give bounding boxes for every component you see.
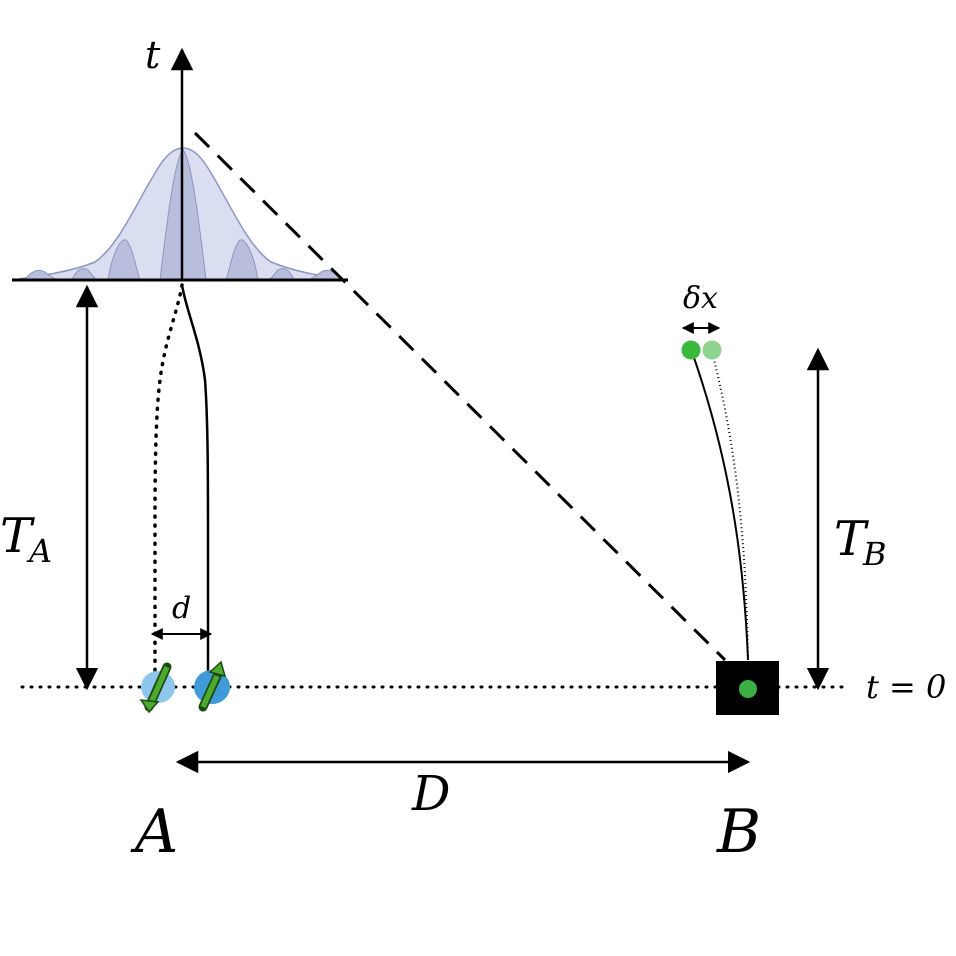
b-dot	[681, 340, 701, 360]
b-trajectory-faded	[711, 351, 749, 661]
b-dot-faded	[702, 340, 722, 360]
wavefunction-fringe-right-mid	[267, 267, 295, 281]
spin-up-particle-icon	[194, 660, 230, 712]
point-b-label: B	[716, 797, 761, 867]
ta-label-sub: A	[26, 532, 52, 570]
t-zero-label: t = 0	[866, 668, 946, 706]
detector-box-icon	[716, 661, 779, 715]
trajectory-dotted	[153, 283, 184, 680]
tb-label: TB	[834, 511, 887, 573]
light-cone-line	[193, 131, 727, 662]
trajectory-solid	[180, 284, 210, 678]
delta-x-label: δx	[683, 281, 718, 316]
tb-label-sub: B	[862, 535, 887, 573]
wavefunction-fringe-left	[107, 239, 141, 281]
d-distance-label: D	[411, 766, 450, 822]
wavefunction-fringe-right	[225, 239, 259, 281]
ta-label-main: T	[0, 508, 35, 564]
ta-label: TA	[0, 508, 52, 570]
tb-label-main: T	[834, 511, 869, 567]
b-trajectory-solid	[691, 351, 749, 661]
time-axis-label: t	[145, 33, 161, 77]
d-label: d	[172, 591, 191, 626]
point-a-label: A	[130, 797, 178, 867]
spin-down-particle-icon	[139, 662, 175, 714]
